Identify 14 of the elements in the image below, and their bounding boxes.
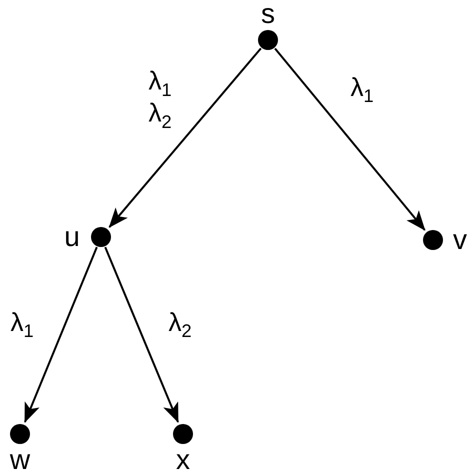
node-dot xyxy=(423,230,443,250)
node-dot xyxy=(258,30,278,50)
node-dot xyxy=(10,424,30,444)
node-label: v xyxy=(453,226,467,254)
arrow xyxy=(24,246,98,423)
node-label: s xyxy=(261,0,275,28)
node-label: u xyxy=(64,223,80,251)
node-dot xyxy=(173,424,193,444)
node-label: w xyxy=(10,446,30,474)
arrow xyxy=(104,246,179,423)
node-dot xyxy=(91,227,111,247)
arrow xyxy=(274,48,426,231)
arrow xyxy=(108,48,262,228)
node-label: x xyxy=(176,446,190,474)
